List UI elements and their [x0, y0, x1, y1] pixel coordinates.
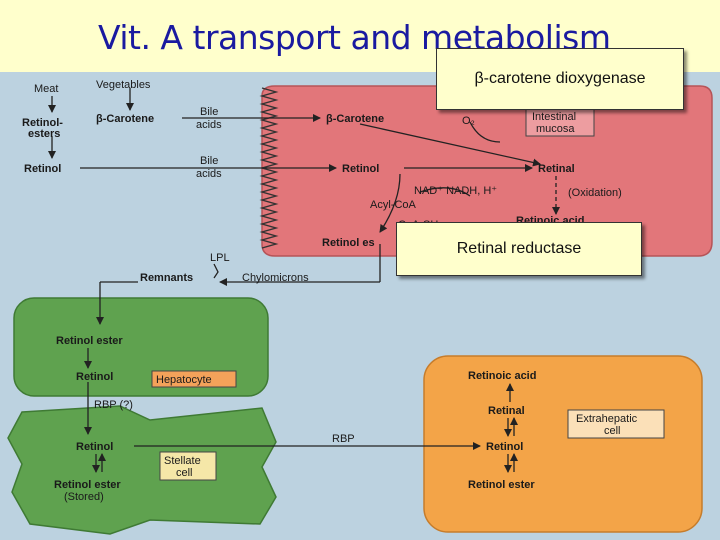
label-vegetables: Vegetables [96, 79, 151, 91]
stellate-cell [7, 405, 277, 535]
extrahepatic-cell [423, 355, 703, 533]
label-retinal-mucosa: Retinal [538, 163, 575, 175]
label-stored: (Stored) [64, 491, 104, 503]
label-extra-retinol: Retinol [486, 441, 523, 453]
label-stellate-retinol: Retinol [76, 441, 113, 453]
diagram-svg: Meat Vegetables Retinol- esters β-Carote… [7, 79, 713, 535]
label-oxidation: (Oxidation) [568, 187, 622, 199]
label-retinol-mucosa: Retinol [342, 163, 379, 175]
label-retinol-ester-mucosa: Retinol es [322, 237, 375, 249]
label-meat: Meat [34, 83, 58, 95]
vitamin-a-diagram: Meat Vegetables Retinol- esters β-Carote… [0, 72, 720, 540]
extrahepatic-box [567, 409, 665, 439]
callout-reductase: Retinal reductase [396, 222, 642, 276]
label-hepatocyte: Hepatocyte [156, 374, 212, 386]
label-extra-retinoic-acid: Retinoic acid [468, 370, 536, 382]
label-bile-2: Bile [200, 155, 218, 167]
label-acyl-coa: Acyl-CoA [370, 199, 417, 211]
hepatocyte-box [151, 370, 237, 388]
label-bile-1b: acids [196, 119, 222, 131]
label-extra-retinal: Retinal [488, 405, 525, 417]
label-hep-retinol: Retinol [76, 371, 113, 383]
label-stellate-ester: Retinol ester [54, 479, 121, 491]
arrows [48, 88, 560, 473]
label-extra-retinol-ester: Retinol ester [468, 479, 535, 491]
label-retinol-esters-2: esters [28, 128, 60, 140]
label-rbp-q: RBP (?) [94, 399, 133, 411]
label-beta-carotene-mucosa: β-Carotene [326, 113, 384, 125]
label-nad: NAD⁺ NADH, H⁺ [414, 185, 497, 197]
label-hep-retinol-ester: Retinol ester [56, 335, 123, 347]
label-beta-carotene-left: β-Carotene [96, 113, 154, 125]
label-rbp: RBP [332, 433, 355, 445]
label-bile-2b: acids [196, 168, 222, 180]
label-intestinal: Intestinal [532, 111, 576, 123]
callout-dioxygenase: β-carotene dioxygenase [436, 48, 684, 110]
intestinal-mucosa-cell [261, 85, 713, 257]
label-lpl: LPL [210, 252, 230, 264]
label-stellate: Stellate [164, 455, 201, 467]
label-extrahepatic-cell: cell [604, 425, 621, 437]
label-stellate-cell: cell [176, 467, 193, 479]
stellate-box [159, 451, 217, 481]
label-retinol-esters: Retinol- [22, 117, 63, 129]
label-extrahepatic: Extrahepatic [576, 413, 638, 425]
label-remnants: Remnants [140, 272, 193, 284]
label-retinol-left: Retinol [24, 163, 61, 175]
label-mucosa: mucosa [536, 123, 575, 135]
label-o2: O₂ [462, 115, 475, 127]
label-chylomicrons: Chylomicrons [242, 272, 309, 284]
label-bile-1: Bile [200, 106, 218, 118]
